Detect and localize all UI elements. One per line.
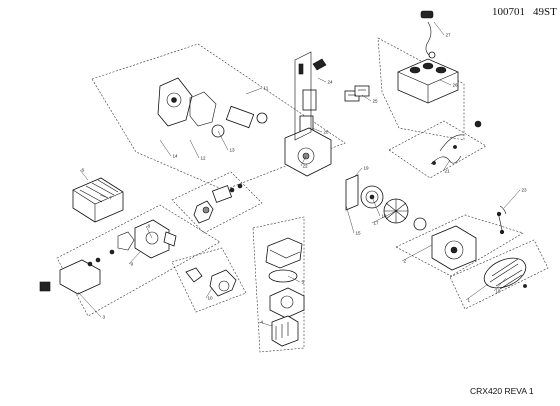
- callout-leader: [258, 321, 273, 327]
- crankshaft: [225, 105, 255, 129]
- callout-number: 19: [364, 166, 370, 171]
- assembly-group-outlines: [56, 37, 549, 353]
- grille-cover: [483, 257, 527, 290]
- cylinder-assembly: [39, 219, 177, 295]
- group-cylinder: [56, 204, 221, 317]
- starter-assembly: [345, 174, 507, 271]
- callout-leader: [442, 159, 451, 172]
- callout-leader: [371, 210, 397, 224]
- fuel-tank-assembly: [397, 10, 482, 128]
- callout-number: 27: [446, 33, 452, 38]
- callout-leader: [145, 225, 153, 239]
- exhaust-assembly: [185, 267, 237, 297]
- vent-hose: [425, 21, 432, 57]
- callout-number: 18: [496, 289, 502, 294]
- callout-number: 11: [264, 86, 269, 91]
- callout-number: 15: [356, 231, 362, 236]
- callout-number: 25: [373, 99, 379, 104]
- callout-leader: [503, 189, 521, 209]
- fuel-cap: [420, 10, 434, 19]
- callout-leader: [371, 196, 381, 217]
- group-crankcase: [91, 43, 346, 191]
- callout-number: 17: [374, 221, 380, 226]
- group-cover: [449, 239, 549, 310]
- callout-number: 2: [404, 259, 407, 264]
- callout-number: 5: [302, 280, 305, 285]
- callout-number: 12: [201, 156, 207, 161]
- callout-leader: [79, 169, 89, 181]
- callout-number: 22: [303, 164, 309, 169]
- callout-number: 16: [382, 214, 388, 219]
- air-cleaner-stack: [265, 237, 305, 347]
- air-filter-element: [72, 177, 124, 223]
- callout-leader: [493, 277, 507, 292]
- callout-number: 3: [103, 315, 106, 320]
- callout-leader: [439, 79, 452, 86]
- engine-block: [284, 127, 332, 177]
- callout-number: 10: [208, 296, 214, 301]
- group-carburetor: [171, 171, 263, 234]
- muffler-plate: [59, 259, 101, 295]
- drawing-model: 49ST: [533, 6, 557, 18]
- callout-leader: [311, 127, 323, 133]
- crankcase-assembly: [157, 51, 332, 177]
- callout-number: 4: [261, 320, 264, 325]
- callout-number: 8: [148, 224, 151, 229]
- callout-number: 21: [445, 169, 451, 174]
- callout-number: 6: [82, 168, 85, 173]
- callout-number: 9: [131, 262, 134, 267]
- callout-leader: [128, 251, 141, 265]
- callout-leader: [217, 130, 229, 151]
- callout-number: 7: [110, 196, 113, 201]
- callout-leader: [300, 155, 307, 167]
- starter-rope: [497, 205, 507, 231]
- callout-leader: [189, 139, 200, 159]
- filter-eye: [428, 51, 436, 59]
- carburetor-assembly: [193, 183, 243, 224]
- callout-leader: [361, 94, 372, 102]
- callout-number: 1: [468, 298, 471, 303]
- callout-leader: [401, 244, 433, 262]
- fuel-filter: [474, 120, 482, 128]
- callout-leader: [345, 204, 355, 234]
- callout-leader: [99, 194, 109, 199]
- callout-leader: [77, 291, 102, 318]
- callout-leader: [205, 287, 213, 299]
- callout-leader: [287, 275, 301, 283]
- stud-bolt: [298, 63, 304, 75]
- callout-layer: 2726252423222120191817161514131211109876…: [77, 21, 528, 327]
- fuel-line-assembly: [430, 134, 465, 165]
- callout-leader: [354, 167, 363, 177]
- callout-number: 13: [230, 148, 236, 153]
- drawing-code: 100701: [492, 6, 525, 18]
- callout-leader: [159, 139, 172, 157]
- callout-number: 23: [522, 188, 528, 193]
- warning-labels: [299, 85, 370, 133]
- cylinder-head: [134, 219, 170, 259]
- group-fuel-lines: [388, 120, 487, 179]
- air-cleaner-housing: [269, 287, 305, 319]
- revision-label: CRX420 REVA 1: [470, 386, 534, 396]
- group-starter: [395, 214, 524, 277]
- callout-number: 14: [173, 154, 179, 159]
- callout-number: 26: [453, 83, 459, 88]
- callout-number: 20: [324, 130, 330, 135]
- callout-number: 24: [328, 80, 334, 85]
- crankcase-gasket: [189, 91, 217, 127]
- callout-leader: [465, 283, 489, 301]
- callout-leader: [433, 21, 445, 36]
- callout-leader: [317, 77, 327, 83]
- callout-leader: [245, 87, 263, 95]
